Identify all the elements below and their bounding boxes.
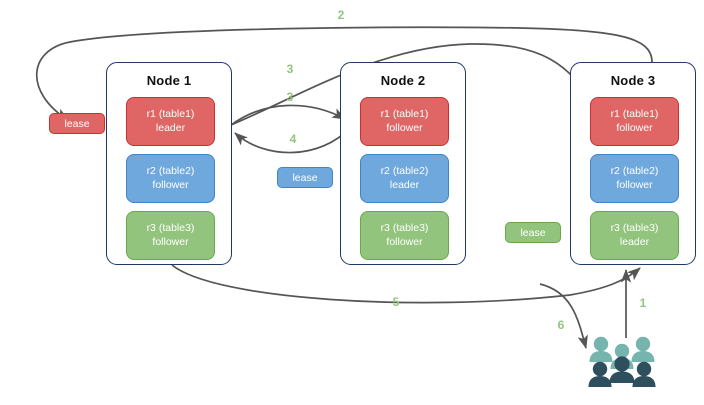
node-box-node-1[interactable]: Node 1 r1 (table1) leader r2 (table2) fo… xyxy=(106,62,232,265)
replica-node2-r1[interactable]: r1 (table1) follower xyxy=(360,97,449,146)
replica-node2-r2[interactable]: r2 (table2) leader xyxy=(360,154,449,203)
replica-role: leader xyxy=(155,121,186,134)
replica-name: r3 (table3) xyxy=(380,222,429,234)
replica-name: r2 (table2) xyxy=(610,165,659,177)
replica-role: follower xyxy=(386,121,423,134)
edge-label-2: 2 xyxy=(337,8,345,22)
replica-name: r1 (table1) xyxy=(146,108,195,120)
node-box-node-2[interactable]: Node 2 r1 (table1) follower r2 (table2) … xyxy=(340,62,466,265)
lease-badge-blue[interactable]: lease xyxy=(277,167,333,188)
node-title: Node 3 xyxy=(610,73,656,88)
replica-name: r2 (table2) xyxy=(380,165,429,177)
node-title: Node 2 xyxy=(380,73,426,88)
node-box-node-3[interactable]: Node 3 r1 (table1) follower r2 (table2) … xyxy=(570,62,696,265)
replica-role: follower xyxy=(386,235,423,248)
edge-5-path xyxy=(171,264,641,304)
edge-label-3-upper: 3 xyxy=(286,62,294,76)
replica-node1-r2[interactable]: r2 (table2) follower xyxy=(126,154,215,203)
replica-node3-r1[interactable]: r1 (table1) follower xyxy=(590,97,679,146)
replica-node1-r3[interactable]: r3 (table3) follower xyxy=(126,211,215,260)
replica-node3-r2[interactable]: r2 (table2) follower xyxy=(590,154,679,203)
edge-3-node1-to-node2-path xyxy=(230,104,346,126)
replica-role: follower xyxy=(616,121,653,134)
replica-name: r2 (table2) xyxy=(146,165,195,177)
replica-role: leader xyxy=(619,235,650,248)
edge-6-path xyxy=(539,283,588,349)
edge-2-path xyxy=(35,26,653,121)
edge-label-4: 4 xyxy=(289,132,297,146)
lease-badge-red[interactable]: lease xyxy=(49,113,105,134)
users-icon xyxy=(588,336,656,387)
replica-name: r3 (table3) xyxy=(610,222,659,234)
edge-label-1: 1 xyxy=(639,296,647,310)
edge-3-node1-to-node3-path xyxy=(230,43,599,126)
edge-label-6: 6 xyxy=(557,318,565,332)
lease-badge-green[interactable]: lease xyxy=(505,222,561,243)
replica-name: r3 (table3) xyxy=(146,222,195,234)
edge-label-3-lower: 3 xyxy=(286,90,294,104)
replica-role: follower xyxy=(152,235,189,248)
replica-node2-r3[interactable]: r3 (table3) follower xyxy=(360,211,449,260)
replica-role: follower xyxy=(616,178,653,191)
replica-name: r1 (table1) xyxy=(610,108,659,120)
replica-node1-r1[interactable]: r1 (table1) leader xyxy=(126,97,215,146)
edge-label-5: 5 xyxy=(392,295,400,309)
replica-name: r1 (table1) xyxy=(380,108,429,120)
node-title: Node 1 xyxy=(146,73,192,88)
edge-4-node2-to-node1-path xyxy=(234,126,352,154)
replica-role: leader xyxy=(389,178,420,191)
replica-role: follower xyxy=(152,178,189,191)
replica-node3-r3[interactable]: r3 (table3) leader xyxy=(590,211,679,260)
